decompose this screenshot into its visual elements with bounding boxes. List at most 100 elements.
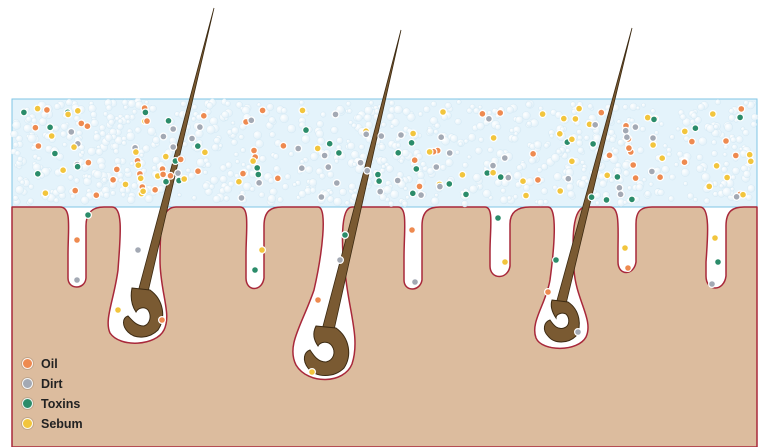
dirt-particle bbox=[321, 152, 328, 159]
sebum-particle bbox=[137, 175, 144, 182]
foam-bubble bbox=[744, 100, 749, 105]
foam-bubble bbox=[751, 114, 758, 121]
foam-bubble bbox=[106, 105, 112, 111]
dirt-particle bbox=[74, 277, 81, 284]
foam-bubble bbox=[132, 109, 137, 114]
foam-bubble bbox=[467, 155, 471, 159]
foam-bubble bbox=[273, 154, 279, 160]
foam-bubble bbox=[649, 182, 653, 186]
dirt-particle bbox=[160, 133, 167, 140]
foam-bubble bbox=[455, 150, 460, 155]
foam-bubble bbox=[12, 121, 21, 130]
dirt-particle bbox=[650, 135, 657, 142]
dirt-particle bbox=[565, 175, 572, 182]
sebum-particle bbox=[539, 111, 546, 118]
foam-bubble bbox=[462, 200, 469, 207]
foam-bubble bbox=[299, 190, 306, 197]
foam-bubble bbox=[203, 170, 208, 175]
foam-bubble bbox=[541, 164, 548, 171]
foam-bubble bbox=[488, 147, 494, 153]
sebum-particle bbox=[135, 162, 142, 169]
toxin-particle bbox=[715, 259, 722, 266]
foam-bubble bbox=[680, 114, 686, 120]
foam-bubble bbox=[364, 114, 372, 122]
foam-bubble bbox=[145, 100, 149, 104]
dirt-particle bbox=[238, 195, 245, 202]
foam-bubble bbox=[66, 99, 73, 106]
foam-bubble bbox=[102, 177, 107, 182]
foam-bubble bbox=[299, 100, 304, 105]
foam-bubble bbox=[506, 106, 513, 113]
foam-bubble bbox=[651, 109, 656, 114]
foam-bubble bbox=[435, 123, 441, 129]
dirt-particle bbox=[486, 115, 493, 122]
foam-bubble bbox=[723, 152, 727, 156]
oil-particle bbox=[144, 118, 151, 125]
legend: Oil Dirt Toxins Sebum bbox=[22, 355, 83, 432]
foam-bubble bbox=[23, 124, 31, 132]
dirt-particle bbox=[363, 131, 370, 138]
foam-bubble bbox=[445, 102, 452, 109]
foam-bubble bbox=[135, 127, 141, 133]
oil-particle bbox=[35, 143, 42, 150]
oil-particle bbox=[689, 138, 696, 145]
sebum-particle bbox=[569, 136, 576, 143]
foam-bubble bbox=[696, 154, 703, 161]
foam-bubble bbox=[550, 134, 554, 138]
foam-bubble bbox=[280, 114, 289, 123]
foam-bubble bbox=[100, 131, 106, 137]
foam-bubble bbox=[645, 191, 651, 197]
foam-bubble bbox=[140, 153, 144, 157]
foam-bubble bbox=[464, 139, 468, 143]
foam-bubble bbox=[693, 198, 697, 202]
toxin-particle bbox=[651, 116, 658, 123]
foam-bubble bbox=[300, 160, 305, 165]
foam-bubble bbox=[349, 183, 356, 190]
sebum-particle bbox=[569, 158, 576, 165]
foam-bubble bbox=[731, 175, 736, 180]
oil-particle bbox=[732, 152, 739, 159]
foam-bubble bbox=[205, 162, 211, 168]
sebum-particle bbox=[140, 188, 147, 195]
foam-bubble bbox=[96, 182, 103, 189]
foam-bubble bbox=[32, 118, 38, 124]
sebum-particle-icon bbox=[22, 418, 33, 429]
sebum-particle bbox=[299, 107, 306, 114]
foam-bubble bbox=[501, 188, 506, 193]
toxin-particle bbox=[629, 196, 636, 203]
sebum-particle bbox=[490, 169, 497, 176]
foam-bubble bbox=[674, 162, 679, 167]
foam-bubble bbox=[722, 188, 731, 197]
sebum-particle bbox=[181, 176, 188, 183]
foam-bubble bbox=[659, 122, 664, 127]
oil-particle bbox=[113, 166, 120, 173]
toxin-particle bbox=[413, 166, 420, 173]
oil-particle bbox=[240, 170, 247, 177]
foam-bubble bbox=[177, 193, 181, 197]
dirt-particle bbox=[575, 329, 582, 336]
foam-bubble bbox=[551, 154, 560, 163]
dirt-particle bbox=[298, 165, 305, 172]
foam-bubble bbox=[87, 175, 91, 179]
foam-bubble bbox=[527, 121, 532, 126]
oil-particle bbox=[497, 110, 504, 117]
foam-bubble bbox=[457, 100, 462, 105]
legend-label: Dirt bbox=[41, 377, 63, 391]
oil-particle bbox=[315, 297, 322, 304]
foam-bubble bbox=[347, 142, 355, 150]
foam-bubble bbox=[96, 148, 103, 155]
foam-bubble bbox=[125, 167, 131, 173]
oil-particle bbox=[85, 159, 92, 166]
sebum-particle bbox=[259, 247, 266, 254]
legend-item-oil: Oil bbox=[22, 355, 83, 372]
foam-bubble bbox=[723, 145, 728, 150]
foam-bubble bbox=[11, 130, 18, 137]
foam-bubble bbox=[39, 118, 47, 126]
foam-bubble bbox=[595, 201, 600, 206]
toxin-particle bbox=[737, 114, 744, 121]
foam-bubble bbox=[213, 195, 221, 203]
toxin-particle bbox=[252, 267, 259, 274]
dirt-particle bbox=[446, 150, 453, 157]
foam-bubble bbox=[627, 186, 632, 191]
dirt-particle bbox=[632, 124, 639, 131]
